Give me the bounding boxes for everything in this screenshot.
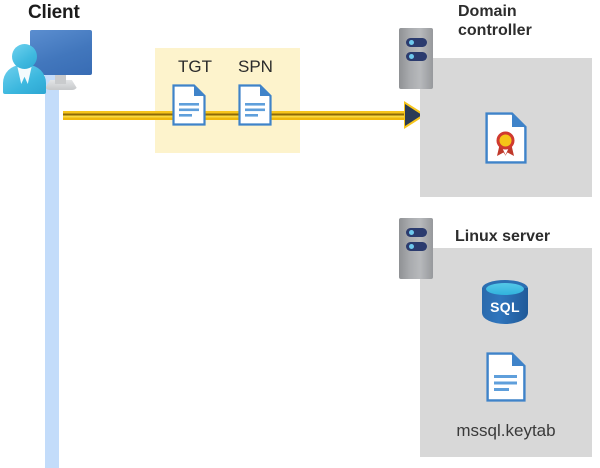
sql-label: SQL bbox=[490, 299, 520, 315]
domain-controller-server-rack-icon bbox=[399, 28, 433, 89]
monitor-icon bbox=[30, 30, 92, 75]
monitor-neck-icon bbox=[55, 74, 66, 84]
linux-server-title: Linux server bbox=[455, 228, 551, 245]
user-icon-head bbox=[12, 44, 37, 69]
rack-led-icon bbox=[409, 230, 414, 235]
monitor-base-icon bbox=[44, 80, 78, 90]
rack-bay-icon bbox=[406, 38, 427, 47]
rack-led-icon bbox=[409, 54, 414, 59]
rack-bay-icon bbox=[406, 52, 427, 61]
rack-led-icon bbox=[409, 40, 414, 45]
tgt-label: TGT bbox=[178, 57, 212, 76]
rack-bay-icon bbox=[406, 228, 427, 237]
keytab-document-icon bbox=[486, 352, 526, 407]
domain-controller-title-line-2: controller bbox=[458, 21, 532, 39]
domain-controller-title-line-1: Domain bbox=[458, 3, 517, 20]
rack-bay-icon bbox=[406, 242, 427, 251]
keytab-filename-label: mssql.keytab bbox=[456, 421, 556, 440]
tgt-document-icon bbox=[172, 84, 206, 131]
sql-database-icon: SQL bbox=[482, 280, 528, 330]
flow-arrow-line bbox=[63, 111, 409, 120]
rack-led-icon bbox=[409, 244, 414, 249]
certificate-document-icon bbox=[485, 112, 527, 169]
sql-cylinder-top bbox=[486, 283, 524, 295]
linux-server-rack-icon bbox=[399, 218, 433, 279]
user-icon-collar bbox=[17, 65, 32, 84]
client-label: Client bbox=[28, 2, 80, 23]
arrow-right-icon bbox=[405, 104, 422, 126]
spn-document-icon bbox=[238, 84, 272, 131]
client-lifeline-bar bbox=[45, 62, 59, 468]
domain-controller-title: Domain controller bbox=[458, 3, 588, 41]
spn-label: SPN bbox=[238, 57, 273, 76]
